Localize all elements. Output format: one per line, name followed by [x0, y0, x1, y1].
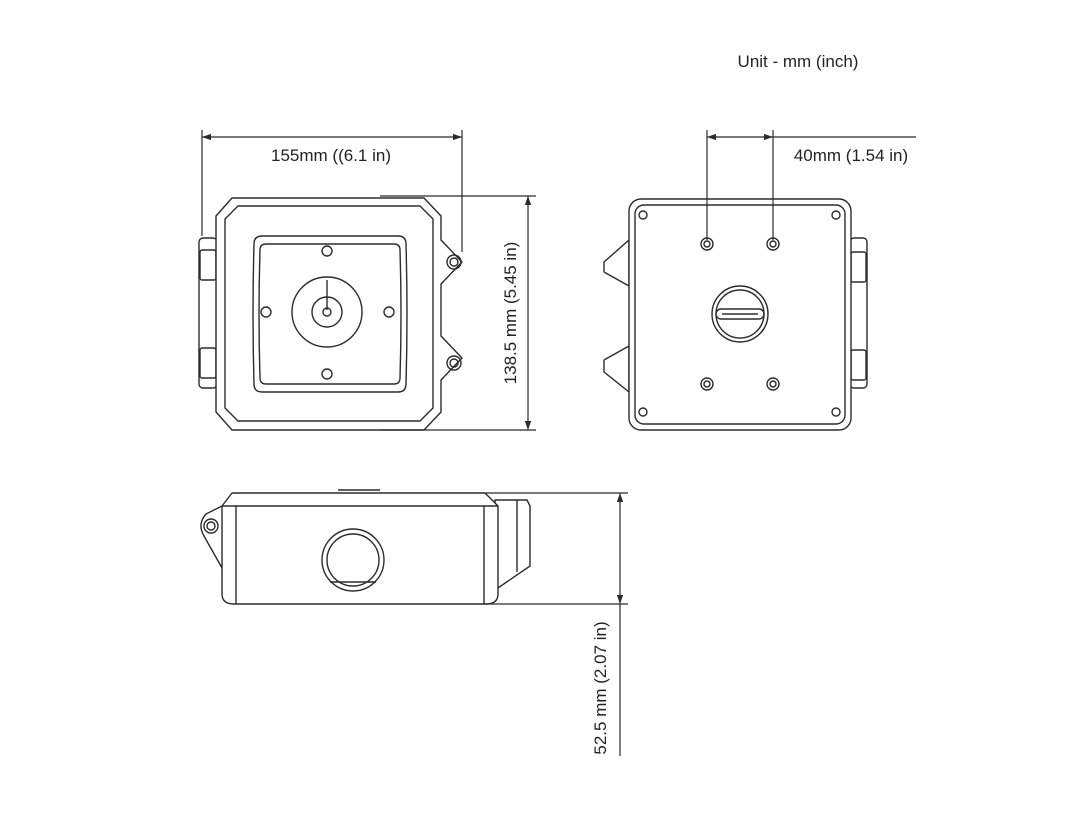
side-ear: [200, 505, 223, 569]
front-center-boss: [291, 276, 363, 348]
height-dimension-label: 138.5 mm (5.45 in): [501, 242, 520, 385]
width-dimension-label: 155mm ((6.1 in): [271, 146, 391, 165]
unit-label: Unit - mm (inch): [738, 52, 859, 71]
front-screw-right: [383, 306, 395, 318]
back-body-inner: [634, 204, 846, 425]
front-screw-left: [260, 306, 272, 318]
front-body-inner: [224, 205, 434, 422]
back-ear-bottom: [603, 345, 630, 393]
side-body: [221, 492, 499, 605]
front-ear-hole-top: [446, 254, 462, 270]
front-screw-top: [321, 245, 333, 257]
side-conduit-hole: [321, 528, 385, 592]
depth-dimension-label: 52.5 mm (2.07 in): [591, 621, 610, 754]
front-view: [198, 197, 463, 431]
depth-dimension: [485, 492, 628, 756]
back-ear-top: [603, 239, 630, 287]
hole-spacing-dimension: [706, 130, 916, 240]
back-hinge: [849, 237, 868, 389]
front-ear-hole-bottom: [446, 355, 462, 371]
back-mount-hole-bl: [700, 377, 714, 391]
front-screw-bottom: [321, 368, 333, 380]
back-center-knob: [711, 285, 769, 343]
front-hinge: [198, 237, 218, 389]
back-view: [603, 198, 868, 431]
side-view: [200, 489, 531, 605]
back-mount-hole-br: [766, 377, 780, 391]
hole-spacing-dimension-label: 40mm (1.54 in): [794, 146, 908, 165]
height-dimension: [380, 195, 536, 431]
side-hinge: [494, 499, 531, 591]
front-lid: [252, 235, 408, 393]
width-dimension: [201, 130, 463, 252]
